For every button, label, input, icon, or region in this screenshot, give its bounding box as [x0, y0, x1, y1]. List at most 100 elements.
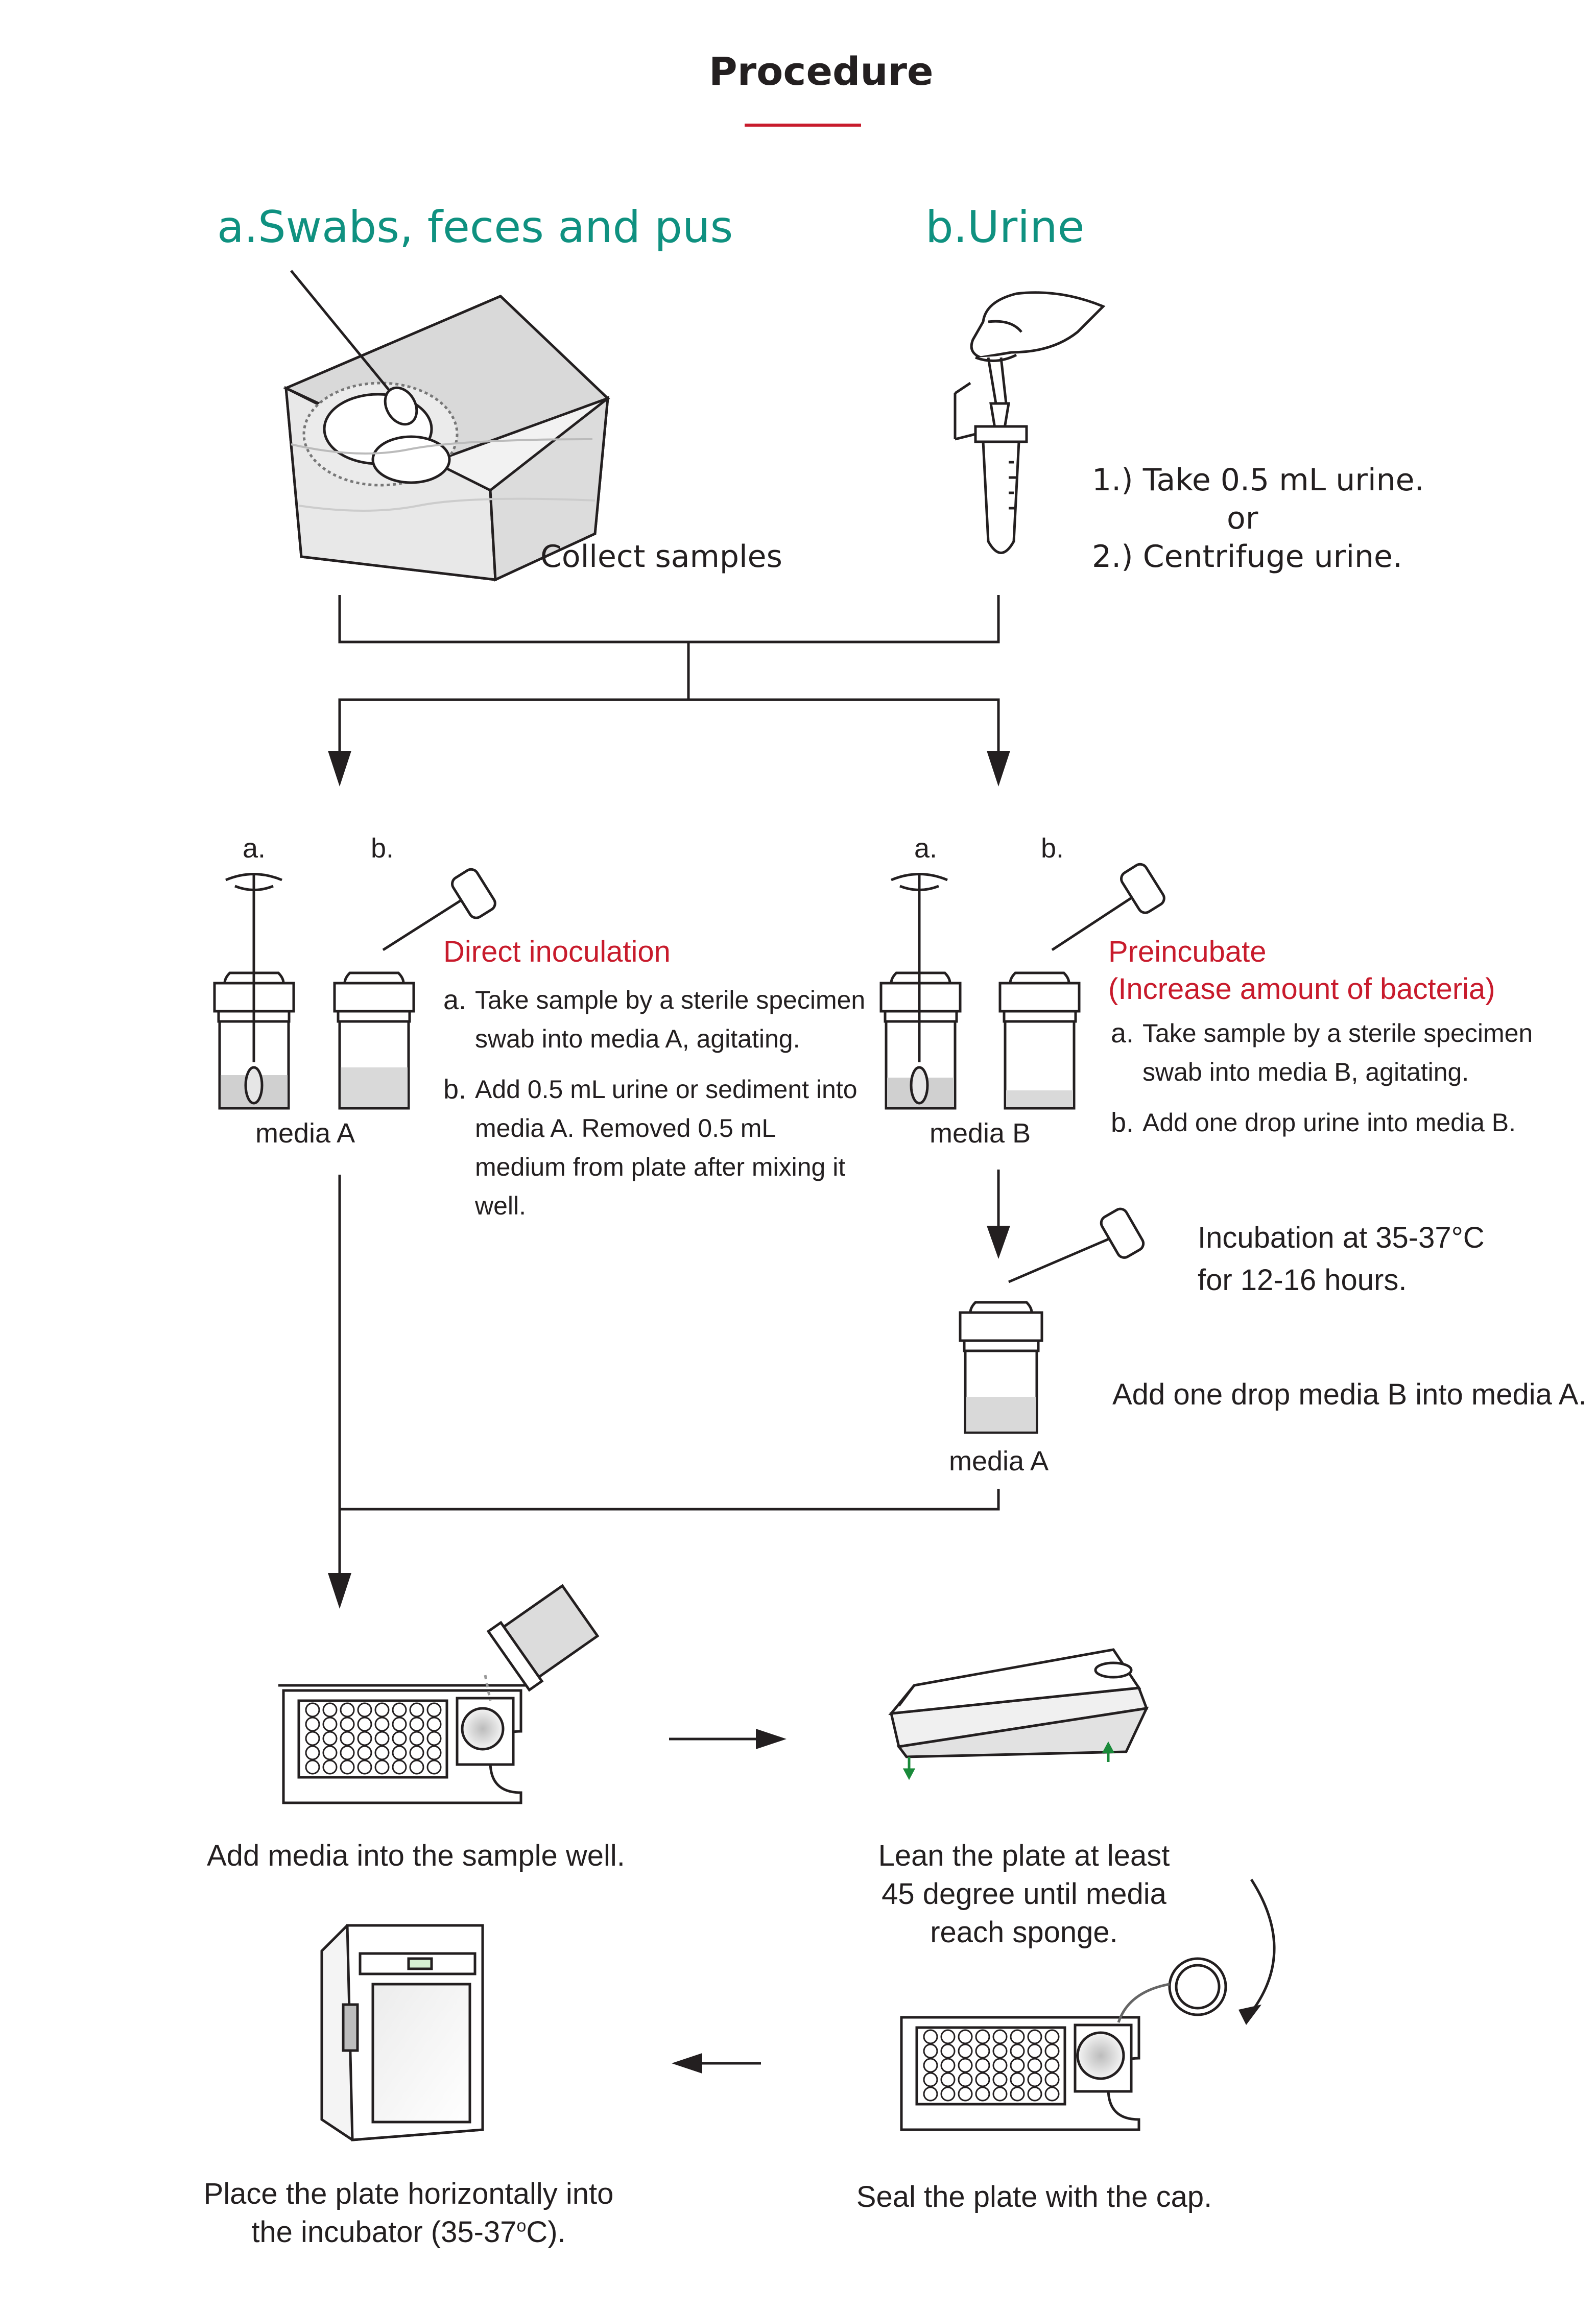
plate-well: [392, 1702, 407, 1718]
add-media-caption: Add media into the sample well.: [207, 1839, 625, 1872]
lean-direction-arrows: [902, 1741, 1115, 1780]
plate-well: [305, 1759, 320, 1775]
plate-well: [992, 2072, 1008, 2087]
plate-well: [1027, 2029, 1042, 2044]
direct-label-a: a.: [243, 833, 266, 864]
pre-step-a: a. Take sample by a sterile specimen swa…: [1111, 1014, 1560, 1091]
plate-well: [940, 2043, 956, 2059]
plate-well: [975, 2072, 990, 2087]
incubator-illustration: [320, 1924, 484, 2141]
plate-well: [409, 1759, 424, 1775]
arrow-down-right: [987, 751, 1010, 787]
direct-step-a-text: Take sample by a sterile specimen swab i…: [475, 986, 866, 1053]
plate-well: [1027, 2072, 1042, 2087]
plate-well: [374, 1731, 390, 1746]
direct-media-label: media A: [255, 1118, 355, 1149]
plate-well: [958, 2043, 973, 2059]
plate-well: [340, 1745, 355, 1760]
plate-well: [392, 1717, 407, 1732]
plate-well: [975, 2029, 990, 2044]
incubation-line-2: for 12-16 hours.: [1198, 1264, 1407, 1297]
urine-heading: b.Urine: [925, 202, 1085, 253]
direct-step-b-marker: b.: [443, 1074, 467, 1105]
plate-well: [392, 1731, 407, 1746]
plate-well: [940, 2086, 956, 2102]
plate-well: [340, 1717, 355, 1732]
plate-well: [1010, 2043, 1025, 2059]
plate-well: [357, 1702, 372, 1718]
plate-well: [340, 1731, 355, 1746]
plate-well: [409, 1717, 424, 1732]
plate-well: [426, 1745, 442, 1760]
plate-well: [958, 2086, 973, 2102]
lean-caption-line-2: 45 degree until media: [882, 1877, 1166, 1911]
plate-well: [357, 1759, 372, 1775]
lean-caption-line-1: Lean the plate at least: [878, 1839, 1170, 1872]
plate-well: [975, 2043, 990, 2059]
plate-well: [322, 1717, 338, 1732]
pre-media-label: media B: [930, 1118, 1031, 1149]
pre-step-b-text: Add one drop urine into media B.: [1142, 1108, 1516, 1137]
plate-add-media-illustration: [278, 1584, 600, 1804]
plate-well: [374, 1717, 390, 1732]
plate-well: [426, 1717, 442, 1732]
plate-well: [340, 1702, 355, 1718]
pre-step-a-text: Take sample by a sterile specimen swab i…: [1142, 1019, 1533, 1086]
plate-well: [940, 2029, 956, 2044]
plate-well: [374, 1745, 390, 1760]
plate-well: [409, 1702, 424, 1718]
tube-swab-media-b: [879, 873, 962, 1110]
plate-well: [305, 1745, 320, 1760]
plate-well: [958, 2058, 973, 2073]
tube-swab-media-a: [213, 873, 295, 1110]
wound-tissue-illustration: [282, 295, 610, 582]
tube-media-a-incubated: [959, 1207, 1145, 1434]
plate-well: [340, 1759, 355, 1775]
place-caption-line-1: Place the plate horizontally into: [203, 2177, 614, 2210]
direct-step-b: b. Add 0.5 mL urine or sediment into med…: [443, 1070, 867, 1225]
plate-well: [923, 2029, 938, 2044]
plate-well: [426, 1759, 442, 1775]
plate-well: [923, 2086, 938, 2102]
seal-plate-well-grid: [923, 2029, 1060, 2102]
plate-well: [1044, 2086, 1060, 2102]
plate-well: [322, 1702, 338, 1718]
plate-well: [992, 2086, 1008, 2102]
urine-option-2: 2.) Centrifuge urine.: [1092, 539, 1403, 575]
direct-step-a-marker: a.: [443, 985, 467, 1015]
plate-well: [1027, 2043, 1042, 2059]
tube-pipette-media-a: [333, 868, 496, 1110]
plate-well: [992, 2058, 1008, 2073]
plate-well: [940, 2072, 956, 2087]
plate-well: [975, 2058, 990, 2073]
plate-well: [305, 1731, 320, 1746]
plate-lean-illustration: [888, 1648, 1149, 1758]
plate-well: [1010, 2029, 1025, 2044]
tube-pipette-media-b: [998, 863, 1165, 1110]
plate-well: [1027, 2058, 1042, 2073]
arrow-left: [672, 2053, 702, 2074]
place-caption-line-2-pre: the incubator (35-37: [251, 2215, 517, 2249]
plate-well: [374, 1702, 390, 1718]
incubation-line-1: Incubation at 35-37°C: [1198, 1221, 1485, 1254]
pre-label-a: a.: [914, 833, 938, 864]
plate-well: [923, 2058, 938, 2073]
preincubate-subtitle: (Increase amount of bacteria): [1108, 972, 1495, 1006]
plate-well: [426, 1702, 442, 1718]
place-caption-line-2-post: C).: [526, 2215, 566, 2249]
curved-arrow-head: [1238, 2005, 1261, 2025]
preincubate-title: Preincubate: [1108, 935, 1267, 968]
lower-merge-connector: [338, 1175, 1000, 1573]
plate-well: [1027, 2086, 1042, 2102]
curved-arrow: [1250, 1878, 1276, 2013]
page-title: Procedure: [709, 49, 934, 94]
plate-well-grid: [305, 1702, 442, 1775]
plate-well: [1010, 2086, 1025, 2102]
swab-icon: [290, 270, 418, 426]
plate-well: [357, 1731, 372, 1746]
place-caption-line-2: the incubator (35-37oC).: [179, 2215, 638, 2249]
plate-well: [374, 1759, 390, 1775]
seal-caption: Seal the plate with the cap.: [856, 2180, 1212, 2213]
plate-well: [1044, 2058, 1060, 2073]
